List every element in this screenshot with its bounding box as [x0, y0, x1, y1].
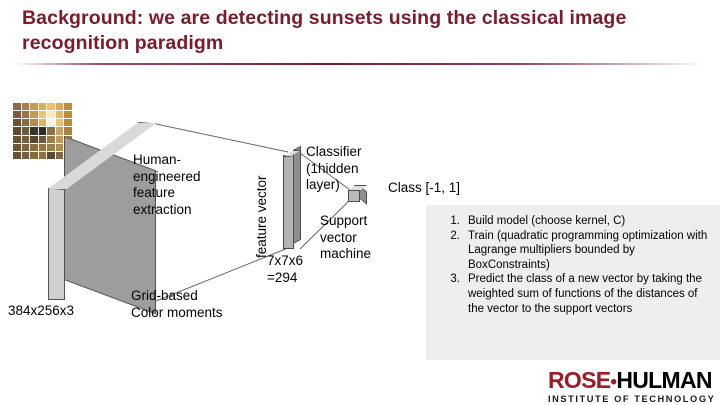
logo-wordmark: ROSE•HULMAN [548, 367, 713, 394]
svm-steps-list: 1. Build model (choose kernel, C) 2. Tra… [438, 214, 714, 316]
svm-algorithm-panel: 1. Build model (choose kernel, C) 2. Tra… [426, 205, 720, 360]
logo-word-rose: ROSE [548, 367, 611, 393]
slab-side-face [48, 188, 65, 300]
output-class-label: Class [-1, 1] [388, 180, 461, 195]
svm-label: Support vector machine [320, 213, 372, 261]
list-item: 3. Predict the class of a new vector by … [438, 272, 714, 316]
step-text: Train (quadratic programming optimizatio… [468, 229, 708, 271]
feature-extraction-label: Human- engineered feature extraction [133, 152, 201, 217]
classifier-label: Classifier (1hidden layer) [306, 144, 362, 192]
logo-separator-icon: • [610, 372, 617, 393]
logo-word-hulman: HULMAN [616, 367, 712, 393]
input-dims-label: 384x256x3 [8, 303, 75, 318]
rose-hulman-logo: ROSE•HULMAN INSTITUTE OF TECHNOLOGY [548, 367, 714, 405]
page-title: Background: we are detecting sunsets usi… [22, 7, 627, 54]
step-number: 3. [450, 273, 460, 286]
logo-subtitle: INSTITUTE OF TECHNOLOGY [548, 394, 716, 404]
feature-vector-side-face [293, 145, 301, 244]
feature-method-label: Grid-based Color moments [131, 288, 223, 320]
step-text: Build model (choose kernel, C) [468, 215, 626, 227]
feature-vector-axis-label: feature vector [254, 175, 269, 258]
feature-vector-dims-label: 7x7x6 =294 [267, 253, 304, 285]
step-number: 1. [450, 215, 460, 227]
list-item: 1. Build model (choose kernel, C) [438, 214, 714, 229]
step-text: Predict the class of a new vector by tak… [468, 273, 702, 315]
title-divider [14, 63, 708, 65]
list-item: 2. Train (quadratic programming optimiza… [438, 229, 714, 273]
step-number: 2. [450, 229, 460, 242]
input-image-volume [46, 122, 156, 315]
output-class-cube [348, 185, 368, 205]
feature-vector-bar [283, 145, 302, 250]
